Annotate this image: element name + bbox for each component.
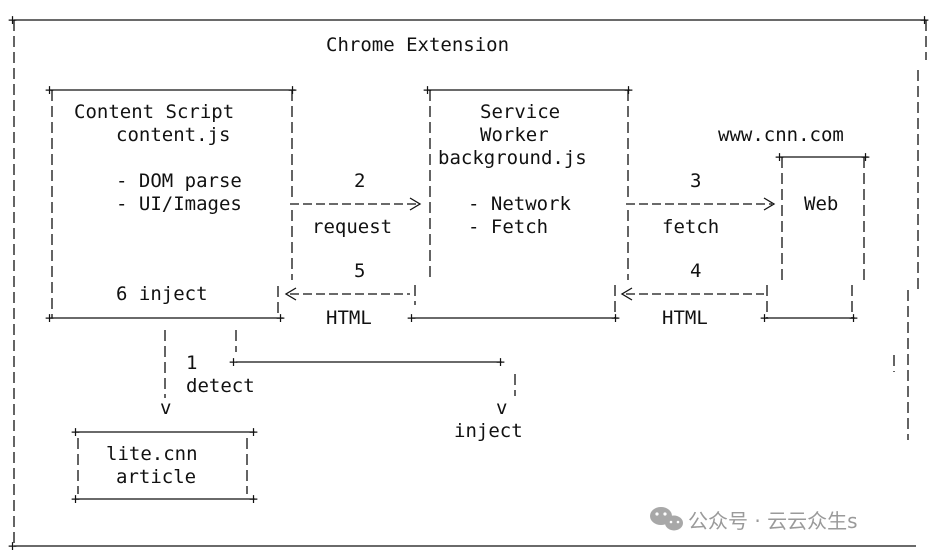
svg-text:+: + — [249, 490, 258, 508]
svg-text:+: + — [775, 148, 784, 166]
step-5-label: HTML — [326, 307, 372, 329]
svg-text:+: + — [611, 309, 620, 327]
svg-text:+: + — [407, 309, 416, 327]
service-worker-title-2: Worker — [480, 124, 549, 146]
lite-article-box: + + + + — [71, 423, 258, 508]
web-box: + + + + — [760, 148, 870, 327]
step-5-number: 5 — [354, 260, 365, 282]
lite-article-host: lite.cnn — [106, 443, 198, 465]
service-worker-title-1: Service — [480, 101, 560, 123]
svg-text:+: + — [920, 11, 929, 29]
inject-arrow-head: v — [496, 397, 507, 419]
content-script-title: Content Script — [74, 101, 234, 123]
content-script-box: + + + + — [45, 81, 297, 327]
svg-text:+: + — [45, 309, 54, 327]
svg-text:+: + — [624, 81, 633, 99]
step-4-html-arrow — [620, 287, 764, 301]
step-3-label: fetch — [662, 216, 719, 238]
wechat-icon — [650, 507, 683, 531]
web-label: Web — [804, 193, 838, 215]
svg-text:+: + — [496, 353, 505, 371]
step-4-number: 4 — [690, 260, 701, 282]
service-worker-bullet-network: - Network — [468, 193, 572, 215]
svg-text:+: + — [8, 11, 17, 29]
svg-text:+: + — [849, 309, 858, 327]
svg-text:+: + — [71, 423, 80, 441]
service-worker-bullet-fetch: - Fetch — [468, 216, 548, 238]
content-script-file: content.js — [116, 124, 230, 146]
step-1-label: detect — [186, 375, 255, 397]
diagram-title: Chrome Extension — [326, 34, 509, 56]
content-script-bullet-dom: - DOM parse — [116, 170, 242, 192]
svg-text:+: + — [229, 353, 238, 371]
svg-text:+: + — [276, 309, 285, 327]
step-5-html-arrow: + + — [284, 285, 620, 327]
step-1-number: 1 — [186, 352, 197, 374]
lite-article-label: article — [116, 466, 196, 488]
svg-text:+: + — [45, 81, 54, 99]
watermark-text: 公众号 · 云云众生s — [688, 509, 858, 533]
svg-text:+: + — [8, 537, 17, 555]
svg-text:+: + — [288, 81, 297, 99]
service-worker-file: background.js — [438, 147, 587, 169]
chrome-extension-frame: + + + — [8, 11, 929, 555]
svg-text:+: + — [249, 423, 258, 441]
svg-text:+: + — [71, 490, 80, 508]
step-3-fetch-arrow — [626, 197, 776, 280]
svg-text:+: + — [861, 148, 870, 166]
step-4-label: HTML — [662, 307, 708, 329]
step-2-request-arrow — [290, 197, 422, 280]
step-1-detect-connector: + + — [164, 330, 516, 398]
web-host-label: www.cnn.com — [718, 124, 844, 146]
detect-arrow-head: v — [160, 397, 171, 419]
inject-label: inject — [454, 420, 523, 442]
step-2-number: 2 — [354, 170, 365, 192]
svg-text:+: + — [423, 81, 432, 99]
content-script-bullet-ui: - UI/Images — [116, 193, 242, 215]
step-6-inject-label: 6 inject — [116, 283, 208, 305]
service-worker-box: + + — [423, 81, 633, 318]
step-2-label: request — [312, 216, 392, 238]
watermark: 公众号 · 云云众生s — [650, 507, 858, 533]
svg-text:+: + — [760, 309, 769, 327]
step-3-number: 3 — [690, 170, 701, 192]
